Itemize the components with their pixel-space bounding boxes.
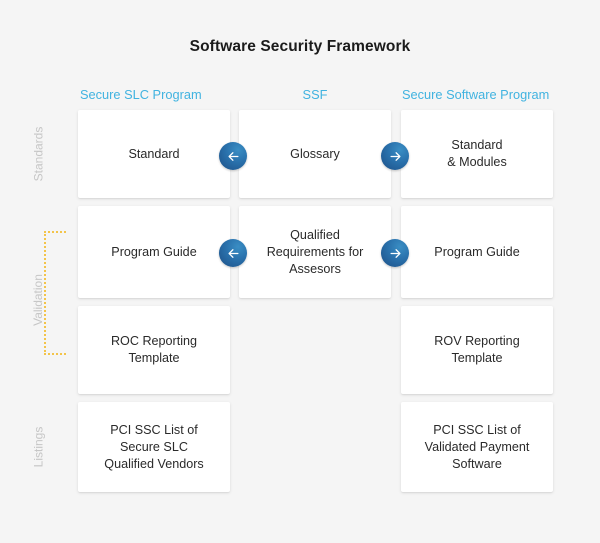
card-glossary[interactable]: Glossary	[239, 110, 391, 198]
card-standard[interactable]: Standard	[78, 110, 230, 198]
arrow-right-icon	[381, 142, 409, 170]
page-title: Software Security Framework	[189, 38, 411, 55]
arrow-left-icon	[219, 142, 247, 170]
validation-bracket	[44, 231, 66, 355]
column-header-secure-slc-program: Secure SLC Program	[80, 87, 202, 102]
column-header-ssf: SSF	[302, 87, 328, 102]
card-program-guide-slc[interactable]: Program Guide	[78, 206, 230, 298]
arrow-right-icon	[381, 239, 409, 267]
column-header-secure-software-program: Secure Software Program	[402, 87, 550, 102]
arrow-left-icon	[219, 239, 247, 267]
card-standard-and-modules[interactable]: Standard& Modules	[401, 110, 553, 198]
card-program-guide-software[interactable]: Program Guide	[401, 206, 553, 298]
